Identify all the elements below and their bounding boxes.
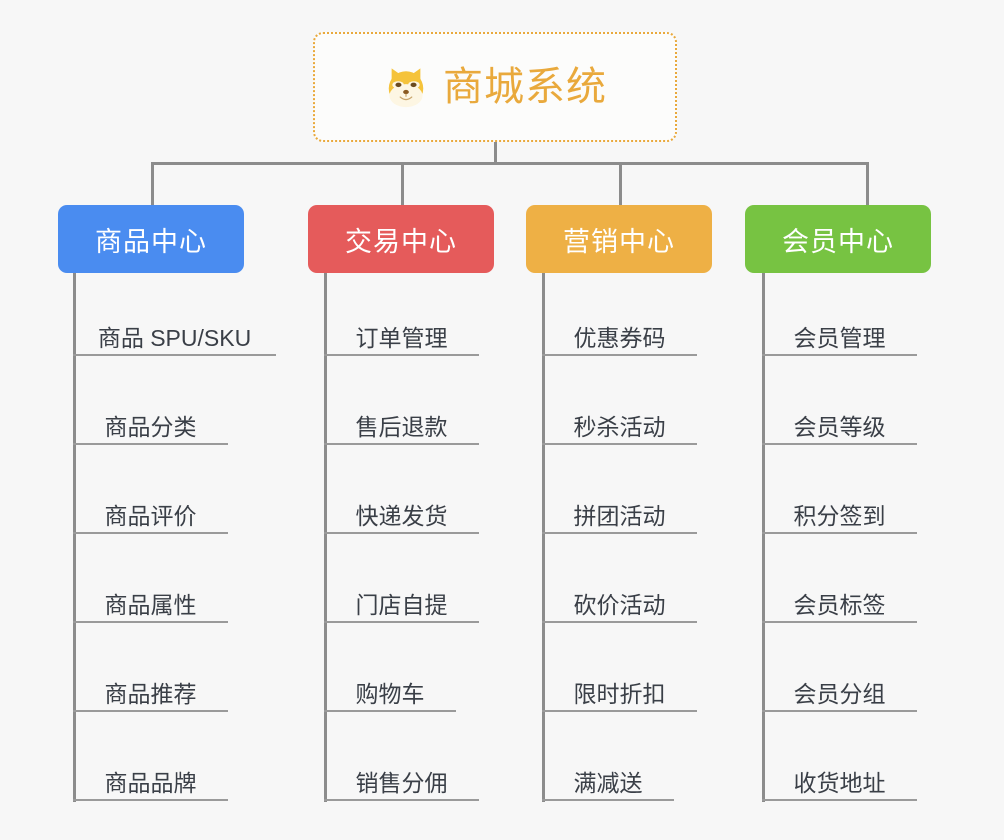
category-box-0[interactable]: 商品中心 xyxy=(58,205,244,273)
category-label-3: 会员中心 xyxy=(782,226,894,257)
leaf-item-2-3[interactable]: 砍价活动 xyxy=(542,577,697,623)
leaf-label-2-4: 限时折扣 xyxy=(573,680,666,707)
leaf-label-2-2: 拼团活动 xyxy=(573,502,666,529)
column-spine-0 xyxy=(73,273,76,802)
leaf-item-1-0[interactable]: 订单管理 xyxy=(324,310,479,356)
leaf-label-0-4: 商品推荐 xyxy=(104,680,197,707)
leaf-item-3-2[interactable]: 积分签到 xyxy=(762,488,917,534)
root-stem-connector xyxy=(494,142,497,164)
leaf-label-0-1: 商品分类 xyxy=(104,413,197,440)
leaf-label-3-3: 会员标签 xyxy=(793,591,886,618)
leaf-label-0-5: 商品品牌 xyxy=(104,769,197,796)
leaf-label-0-0: 商品 SPU/SKU xyxy=(97,324,252,351)
category-box-2[interactable]: 营销中心 xyxy=(526,205,712,273)
leaf-item-0-1[interactable]: 商品分类 xyxy=(73,399,228,445)
leaf-label-3-0: 会员管理 xyxy=(793,324,886,351)
leaf-label-1-3: 门店自提 xyxy=(355,591,448,618)
leaf-item-0-3[interactable]: 商品属性 xyxy=(73,577,228,623)
leaf-label-2-5: 满减送 xyxy=(573,769,643,796)
leaf-label-2-0: 优惠券码 xyxy=(573,324,666,351)
leaf-item-2-1[interactable]: 秒杀活动 xyxy=(542,399,697,445)
leaf-label-0-3: 商品属性 xyxy=(104,591,197,618)
leaf-label-1-1: 售后退款 xyxy=(355,413,448,440)
leaf-label-1-0: 订单管理 xyxy=(355,324,448,351)
column-spine-1 xyxy=(324,273,327,802)
root-label: 商城系统 xyxy=(443,65,607,109)
drop-connector-1 xyxy=(151,162,154,206)
category-label-2: 营销中心 xyxy=(563,226,675,257)
leaf-label-1-2: 快递发货 xyxy=(355,502,448,529)
leaf-item-0-4[interactable]: 商品推荐 xyxy=(73,666,228,712)
leaf-label-2-3: 砍价活动 xyxy=(573,591,666,618)
leaf-item-2-0[interactable]: 优惠券码 xyxy=(542,310,697,356)
leaf-item-2-4[interactable]: 限时折扣 xyxy=(542,666,697,712)
leaf-item-0-0[interactable]: 商品 SPU/SKU xyxy=(73,310,276,356)
leaf-label-3-1: 会员等级 xyxy=(793,413,886,440)
leaf-label-1-4: 购物车 xyxy=(355,680,425,707)
leaf-item-1-4[interactable]: 购物车 xyxy=(324,666,456,712)
category-label-0: 商品中心 xyxy=(95,226,207,257)
drop-connector-4 xyxy=(866,162,869,206)
leaf-item-3-0[interactable]: 会员管理 xyxy=(762,310,917,356)
leaf-label-3-2: 积分签到 xyxy=(793,502,886,529)
leaf-label-3-5: 收货地址 xyxy=(793,769,886,796)
drop-connector-2 xyxy=(401,162,404,206)
column-spine-2 xyxy=(542,273,545,802)
leaf-label-0-2: 商品评价 xyxy=(104,502,197,529)
drop-connector-3 xyxy=(619,162,622,206)
root-node[interactable]: 商城系统 xyxy=(313,32,677,142)
leaf-item-0-5[interactable]: 商品品牌 xyxy=(73,755,228,801)
horizontal-bus-connector xyxy=(151,162,868,165)
leaf-item-3-4[interactable]: 会员分组 xyxy=(762,666,917,712)
leaf-item-3-1[interactable]: 会员等级 xyxy=(762,399,917,445)
leaf-label-3-4: 会员分组 xyxy=(793,680,886,707)
column-spine-3 xyxy=(762,273,765,802)
leaf-item-0-2[interactable]: 商品评价 xyxy=(73,488,228,534)
category-box-1[interactable]: 交易中心 xyxy=(308,205,494,273)
category-label-1: 交易中心 xyxy=(345,226,457,257)
leaf-item-1-2[interactable]: 快递发货 xyxy=(324,488,479,534)
category-box-3[interactable]: 会员中心 xyxy=(745,205,931,273)
leaf-item-1-1[interactable]: 售后退款 xyxy=(324,399,479,445)
leaf-item-2-5[interactable]: 满减送 xyxy=(542,755,674,801)
leaf-item-1-3[interactable]: 门店自提 xyxy=(324,577,479,623)
leaf-item-3-3[interactable]: 会员标签 xyxy=(762,577,917,623)
leaf-item-3-5[interactable]: 收货地址 xyxy=(762,755,917,801)
leaf-label-2-1: 秒杀活动 xyxy=(573,413,666,440)
leaf-label-1-5: 销售分佣 xyxy=(355,769,448,796)
leaf-item-2-2[interactable]: 拼团活动 xyxy=(542,488,697,534)
shiba-dog-icon xyxy=(383,64,429,110)
leaf-item-1-5[interactable]: 销售分佣 xyxy=(324,755,479,801)
